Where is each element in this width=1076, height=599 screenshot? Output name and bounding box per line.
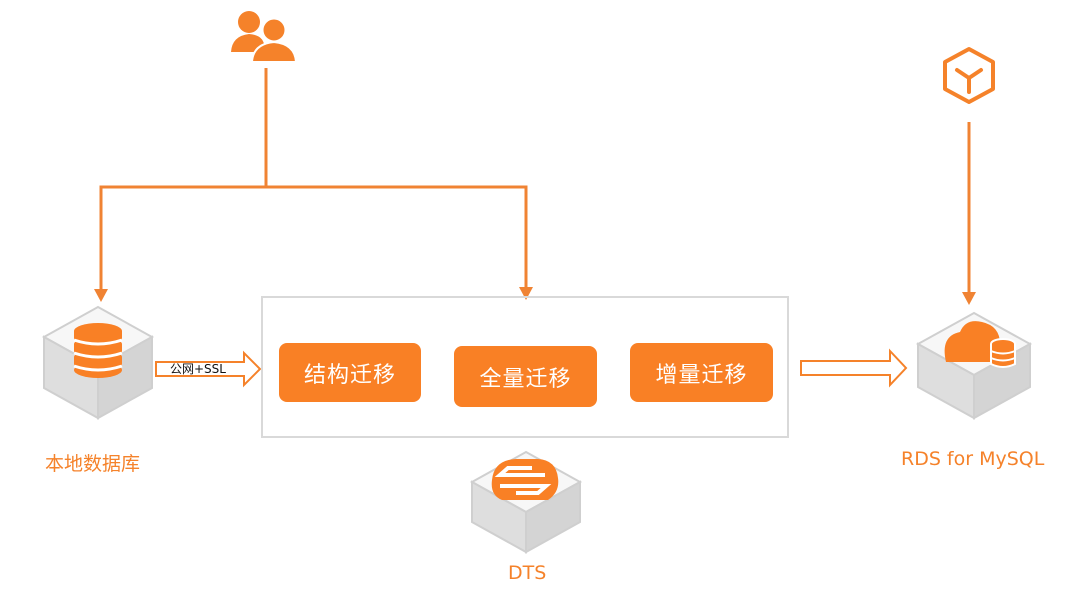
ssl-hollow-arrow: [155, 350, 262, 388]
connection-label: 公网+SSL: [170, 362, 226, 376]
arrowhead-to-rds: [962, 292, 976, 305]
step-label: 全量迁移: [479, 366, 572, 392]
users-icon: [231, 11, 298, 63]
source-db-label: 本地数据库: [45, 453, 141, 475]
rds-label: RDS for MySQL: [901, 448, 1045, 470]
dts-sync-icon: [491, 459, 559, 500]
branch-to-dts-line: [266, 185, 528, 290]
cube-icon: [943, 47, 995, 104]
cloud-database-icon: [944, 321, 1016, 368]
step-label: 结构迁移: [303, 362, 396, 388]
database-icon: [73, 323, 123, 378]
dts-label: DTS: [508, 562, 547, 584]
arrowhead-to-source: [94, 289, 108, 302]
dts-migration-frame: [261, 296, 789, 438]
step-incremental-migration: 增量迁移: [630, 343, 773, 402]
branch-to-source-line: [99, 185, 266, 292]
step-label: 增量迁移: [655, 362, 748, 388]
arrowhead-to-dts: [519, 287, 533, 300]
step-full-migration: 全量迁移: [454, 346, 597, 407]
step-schema-migration: 结构迁移: [279, 343, 421, 402]
output-hollow-arrow: [800, 348, 908, 388]
